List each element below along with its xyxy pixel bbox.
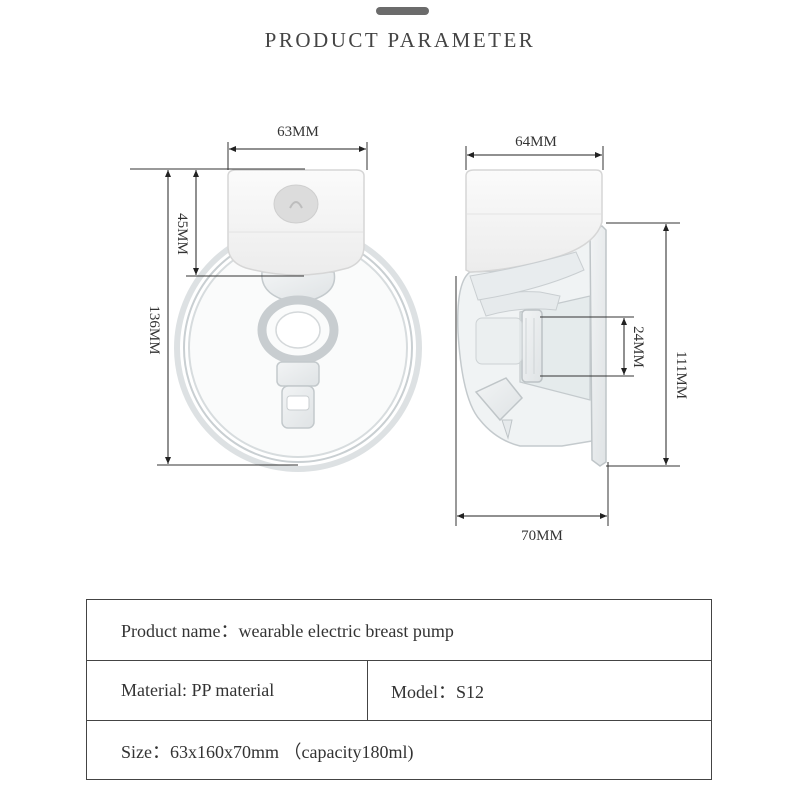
front-width-label: 63MM — [277, 124, 319, 140]
side-height-label: 111MM — [673, 351, 689, 399]
side-dimensions — [455, 146, 680, 526]
front-head-height-label: 45MM — [174, 213, 190, 255]
spec-row-material-model: Material: PP material Model：S12 — [87, 661, 711, 721]
front-total-height-label: 136MM — [146, 305, 162, 354]
front-view — [174, 169, 422, 472]
material-text: Material: PP material — [121, 680, 275, 700]
side-width-label: 64MM — [515, 134, 557, 150]
spec-row-product-name: Product name：wearable electric breast pu… — [87, 600, 711, 661]
product-name-text: Product name：wearable electric breast pu… — [121, 621, 454, 641]
page-title: PRODUCT PARAMETER — [264, 28, 536, 52]
side-depth-label: 70MM — [521, 528, 563, 544]
side-outlet-label: 24MM — [630, 326, 646, 368]
spec-table: Product name：wearable electric breast pu… — [86, 599, 712, 780]
spec-row-size: Size：63x160x70mm （capacity180ml) — [87, 721, 711, 780]
top-handle — [376, 7, 429, 15]
size-text: Size：63x160x70mm （capacity180ml) — [121, 741, 414, 762]
model-text: Model：S12 — [367, 661, 712, 720]
front-dimensions — [130, 142, 368, 466]
side-view — [457, 169, 607, 467]
